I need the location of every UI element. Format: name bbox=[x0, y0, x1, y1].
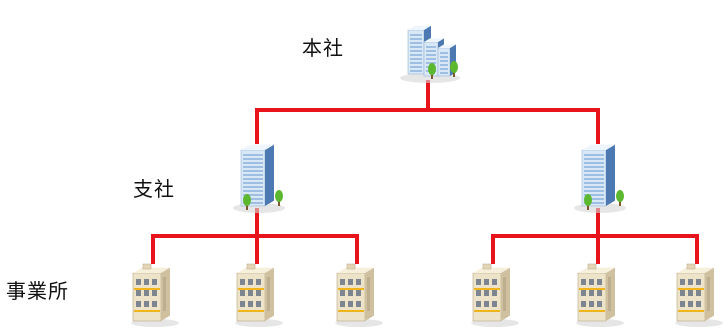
office-building-icon bbox=[335, 263, 383, 327]
label-office: 事業所 bbox=[6, 279, 69, 303]
office-building-icon bbox=[471, 263, 519, 327]
branch-building-icon bbox=[574, 144, 626, 213]
branch-building-icon bbox=[233, 144, 285, 213]
label-branch: 支社 bbox=[133, 177, 175, 201]
headquarters-building-icon bbox=[400, 25, 460, 83]
label-headquarters: 本社 bbox=[302, 36, 344, 60]
office-building-icon bbox=[675, 263, 723, 327]
office-building-icon bbox=[131, 263, 179, 327]
connector-lines bbox=[151, 80, 699, 264]
office-building-icon bbox=[235, 263, 283, 327]
office-building-icon bbox=[576, 263, 624, 327]
